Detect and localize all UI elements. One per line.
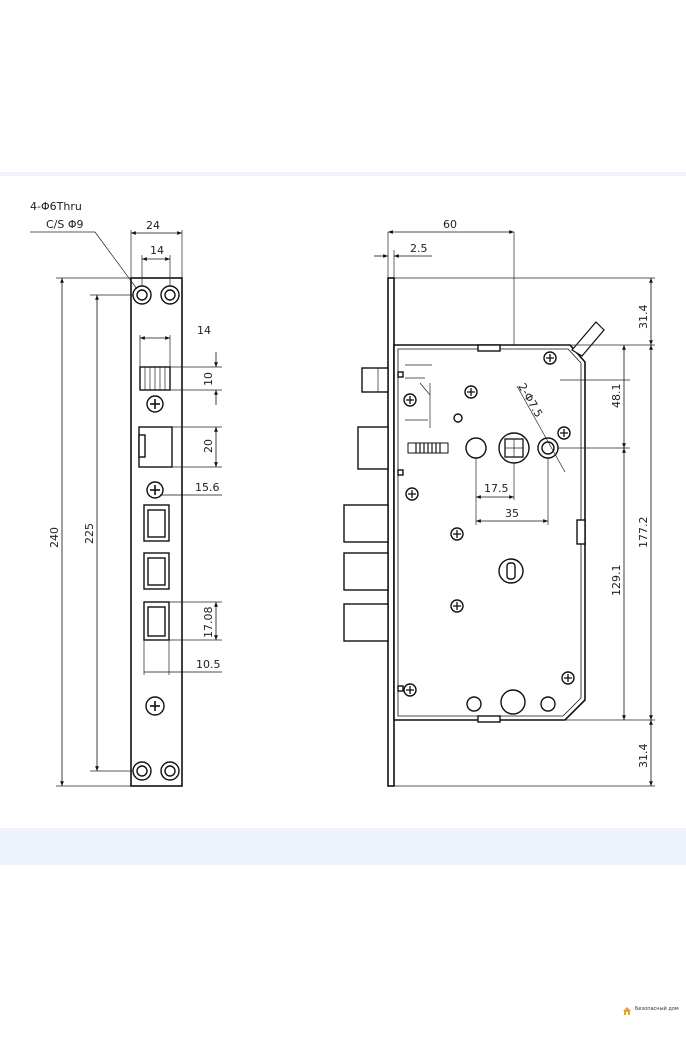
case-screw <box>464 385 478 399</box>
hole-note-line2: C/S Φ9 <box>46 218 84 231</box>
dim-spacing: 35 <box>505 507 519 520</box>
bottom-hole <box>500 689 526 715</box>
phillips-screw <box>145 696 165 716</box>
dim-bottom-margin: 31.4 <box>637 744 650 769</box>
phillips-screw <box>146 481 164 499</box>
dim-hole-to-bottom: 129.1 <box>610 565 623 597</box>
dim-width: 24 <box>146 219 160 232</box>
side-view <box>343 230 655 787</box>
screw-hole <box>160 285 180 305</box>
bolt-side <box>343 603 389 642</box>
bottom-hole <box>466 696 482 712</box>
screw-hole <box>160 761 180 781</box>
screw-hole <box>132 285 152 305</box>
deadbolt-side <box>357 426 389 470</box>
bottom-band <box>0 828 686 865</box>
watermark: Безопасный дом <box>622 1006 679 1016</box>
dim-depth: 60 <box>443 218 457 231</box>
top-band <box>0 172 686 176</box>
house-icon <box>623 1007 631 1015</box>
bolt-side <box>343 504 389 543</box>
faceplate-side <box>387 277 395 787</box>
case-screw <box>557 426 571 440</box>
hole-note-line1: 4-Φ6Thru <box>30 200 82 213</box>
dim-spindle-to-hole: 48.1 <box>610 384 623 409</box>
hole-right <box>537 437 559 459</box>
watermark-text: Безопасный дом <box>635 1006 679 1012</box>
bolt-side <box>343 552 389 591</box>
front-view <box>30 230 222 787</box>
spindle-hub <box>498 432 530 464</box>
case-screw <box>450 527 464 541</box>
bottom-hole <box>540 696 556 712</box>
case-screw <box>561 671 575 685</box>
case-screw <box>405 487 419 501</box>
cam <box>498 558 524 584</box>
dim-backset: 17.5 <box>484 482 509 495</box>
dim-hole-spacing: 14 <box>150 244 164 257</box>
dim-bolt-height: 20 <box>202 439 215 453</box>
dim-latch-height: 10 <box>202 372 215 386</box>
dim-slot-height: 17.08 <box>202 607 215 639</box>
dim-latch-width: 14 <box>197 324 211 337</box>
dim-offset: 15.6 <box>195 481 220 494</box>
dim-top-margin: 31.4 <box>637 305 650 330</box>
dim-hole-pitch: 225 <box>83 523 96 544</box>
phillips-screw <box>146 395 164 413</box>
hole-left <box>465 437 487 459</box>
dim-slot-offset: 10.5 <box>196 658 221 671</box>
case-screw <box>543 351 557 365</box>
case-screw <box>403 393 417 407</box>
lock-case <box>393 344 586 721</box>
screw-hole <box>132 761 152 781</box>
case-screw <box>450 599 464 613</box>
dim-faceplate: 2.5 <box>410 242 428 255</box>
dim-case-height: 177.2 <box>637 517 650 549</box>
dim-total-length: 240 <box>48 527 61 548</box>
latch-side <box>361 367 389 393</box>
case-screw <box>403 683 417 697</box>
